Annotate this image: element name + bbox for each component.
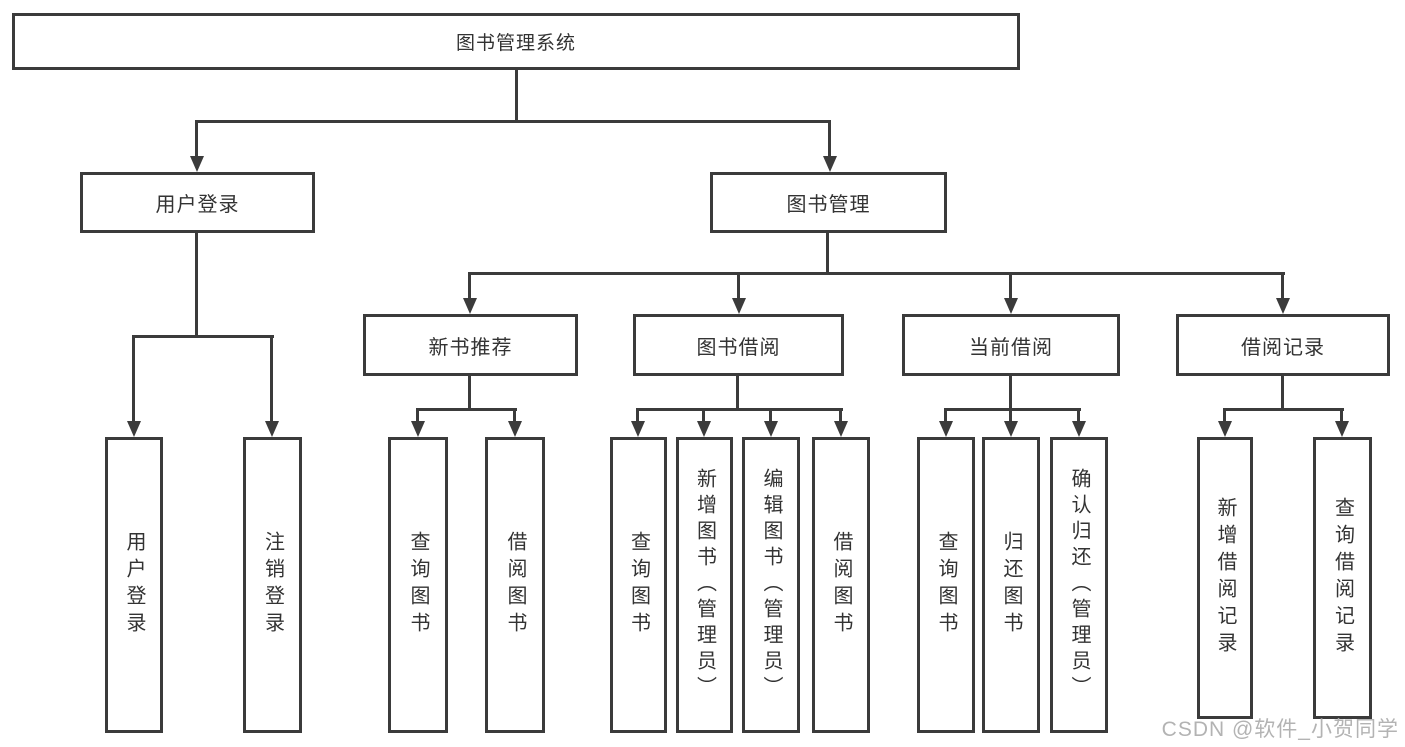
leaf-records-add-label: 新增借阅记录 <box>1214 497 1236 659</box>
connector-line <box>702 408 705 421</box>
node-borrow-records: 借阅记录 <box>1176 314 1390 376</box>
leaf-newbook-query-label: 查询图书 <box>407 531 429 639</box>
connector-line <box>515 70 518 120</box>
connector-line <box>1009 376 1012 408</box>
leaf-borrow-query: 查询图书 <box>610 437 667 733</box>
connector-line <box>736 376 739 408</box>
leaf-records-query-label: 查询借阅记录 <box>1331 497 1354 659</box>
connector-line <box>468 376 471 408</box>
leaf-borrow-add-label: 新增图书（管理员） <box>693 468 716 702</box>
connector-line <box>737 272 740 300</box>
leaf-current-return: 归还图书 <box>982 437 1040 733</box>
connector-line <box>828 120 831 158</box>
node-new-book-rec-label: 新书推荐 <box>428 336 513 359</box>
leaf-borrow-edit-label: 编辑图书（管理员） <box>760 468 782 702</box>
node-new-book-rec: 新书推荐 <box>363 314 578 376</box>
node-current-borrow-label: 当前借阅 <box>969 336 1053 359</box>
connector-arrow <box>823 156 837 172</box>
connector-arrow <box>1072 421 1086 437</box>
connector-line <box>132 335 274 338</box>
connector-arrow <box>463 298 477 314</box>
connector-arrow <box>939 421 953 437</box>
connector-line <box>1077 408 1080 421</box>
connector-line <box>270 335 273 421</box>
leaf-current-return-label: 归还图书 <box>1000 531 1022 639</box>
connector-line <box>944 408 947 421</box>
leaf-logout-label: 注销登录 <box>261 531 284 639</box>
leaf-logout: 注销登录 <box>243 437 302 733</box>
connector-arrow <box>411 421 425 437</box>
leaf-user-login-label: 用户登录 <box>123 531 145 639</box>
connector-arrow <box>1335 421 1349 437</box>
connector-line <box>1340 408 1343 421</box>
connector-line <box>1281 272 1284 300</box>
connector-arrow <box>834 421 848 437</box>
node-user-login: 用户登录 <box>80 172 315 233</box>
connector-arrow <box>697 421 711 437</box>
connector-line <box>468 272 1285 275</box>
leaf-borrow-borrow: 借阅图书 <box>812 437 870 733</box>
connector-line <box>416 408 419 421</box>
leaf-records-query: 查询借阅记录 <box>1313 437 1372 719</box>
connector-line <box>132 335 135 421</box>
node-book-mgmt-label: 图书管理 <box>786 194 871 216</box>
connector-line <box>195 233 198 335</box>
connector-arrow <box>1276 298 1290 314</box>
csdn-watermark: CSDN @软件_小贺同学 <box>1161 718 1399 741</box>
connector-line <box>416 408 517 411</box>
connector-arrow <box>1218 421 1232 437</box>
leaf-newbook-borrow-label: 借阅图书 <box>504 531 526 639</box>
leaf-current-confirm: 确认归还（管理员） <box>1050 437 1108 733</box>
connector-arrow <box>631 421 645 437</box>
connector-line <box>826 233 829 272</box>
connector-arrow <box>1004 421 1018 437</box>
connector-line <box>769 408 772 421</box>
leaf-records-add: 新增借阅记录 <box>1197 437 1253 719</box>
connector-line <box>1009 408 1012 421</box>
connector-arrow <box>190 156 204 172</box>
connector-arrow <box>732 298 746 314</box>
node-root-label: 图书管理系统 <box>455 33 576 54</box>
node-current-borrow: 当前借阅 <box>902 314 1120 376</box>
node-book-mgmt: 图书管理 <box>710 172 947 233</box>
connector-arrow <box>265 421 279 437</box>
node-book-borrow: 图书借阅 <box>633 314 844 376</box>
connector-line <box>1223 408 1344 411</box>
node-book-borrow-label: 图书借阅 <box>696 336 781 359</box>
connector-arrow <box>127 421 141 437</box>
connector-line <box>1009 272 1012 300</box>
connector-line <box>195 120 198 158</box>
leaf-borrow-add: 新增图书（管理员） <box>676 437 733 733</box>
leaf-borrow-borrow-label: 借阅图书 <box>830 531 852 639</box>
connector-line <box>468 272 471 300</box>
leaf-borrow-edit: 编辑图书（管理员） <box>742 437 800 733</box>
connector-line <box>944 408 1081 411</box>
connector-line <box>195 120 831 123</box>
connector-line <box>636 408 843 411</box>
node-user-login-label: 用户登录 <box>155 194 240 216</box>
node-borrow-records-label: 借阅记录 <box>1241 336 1325 359</box>
connector-arrow <box>508 421 522 437</box>
connector-line <box>636 408 639 421</box>
connector-line <box>513 408 516 421</box>
connector-arrow <box>764 421 778 437</box>
connector-line <box>1281 376 1284 408</box>
leaf-current-confirm-label: 确认归还（管理员） <box>1068 468 1090 702</box>
connector-line <box>839 408 842 421</box>
leaf-current-query-label: 查询图书 <box>935 531 957 639</box>
leaf-newbook-query: 查询图书 <box>388 437 448 733</box>
connector-line <box>1223 408 1226 421</box>
leaf-borrow-query-label: 查询图书 <box>627 531 650 639</box>
leaf-user-login: 用户登录 <box>105 437 163 733</box>
leaf-newbook-borrow: 借阅图书 <box>485 437 545 733</box>
leaf-current-query: 查询图书 <box>917 437 975 733</box>
connector-arrow <box>1004 298 1018 314</box>
node-root: 图书管理系统 <box>12 13 1020 70</box>
